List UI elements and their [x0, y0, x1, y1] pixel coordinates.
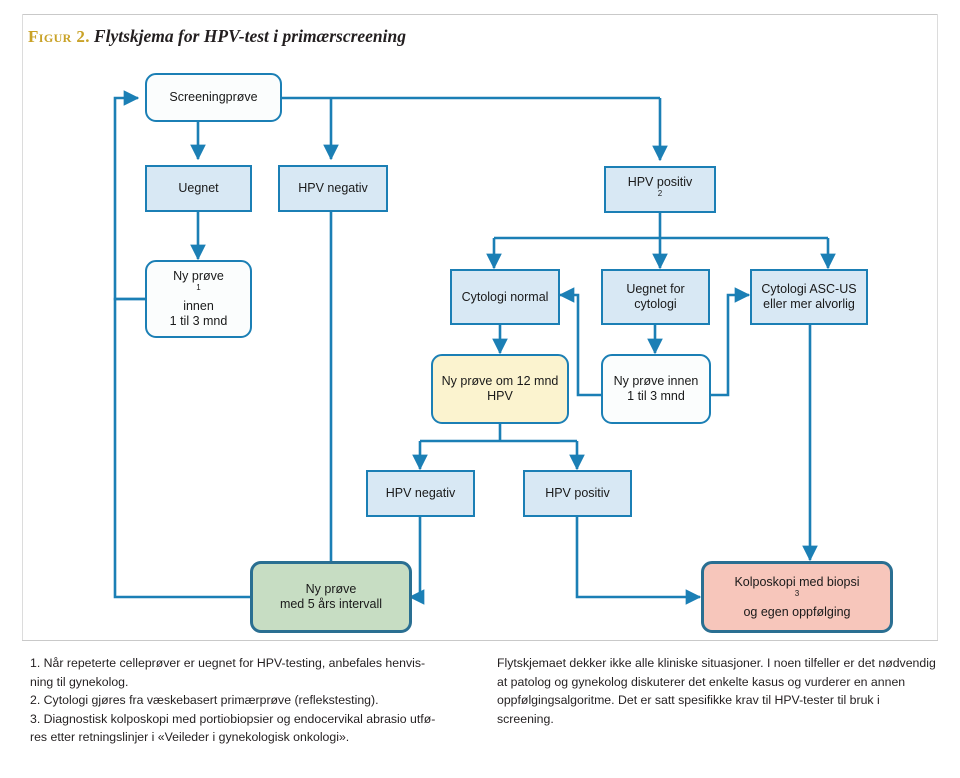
nufc-l2: cytologi — [634, 297, 677, 311]
footnote-2: 2. Cytologi gjøres fra væskebasert primæ… — [30, 693, 379, 707]
node-uegnet-label: Uegnet — [178, 181, 219, 195]
nk-l2: og egen oppfølging — [743, 604, 851, 619]
node-hpv-negativ-top: HPV negativ — [278, 165, 388, 212]
node-hpv-negativ-bottom: HPV negativ — [366, 470, 475, 517]
figure-label: Figur 2. — [28, 27, 90, 46]
nk-t1: Kolposkopi med biopsi — [734, 574, 860, 589]
nk-sup: 3 — [794, 588, 800, 598]
node-ny-prove-uegnet-line2: innen — [183, 299, 214, 313]
node-cytologi-ascus: Cytologi ASC-US eller mer alvorlig — [750, 269, 868, 325]
nppu-sup: 1 — [196, 282, 201, 292]
nca-l2: eller mer alvorlig — [763, 297, 855, 311]
node-hpv-positiv-top-sup: 2 — [657, 188, 663, 198]
flow-connectors — [113, 90, 836, 605]
node-ny-prove-innen: Ny prøve innen 1 til 3 mnd — [601, 354, 711, 424]
nppu-t1: Ny prøve — [173, 269, 224, 283]
top-rule — [22, 14, 938, 15]
node-ny-prove-5ar: Ny prøve med 5 års intervall — [250, 561, 412, 633]
np12-l2: HPV — [487, 389, 513, 403]
nca-l1: Cytologi ASC-US — [761, 282, 857, 296]
node-screeningprove-label: Screeningprøve — [169, 90, 258, 104]
node-ny-prove-5ar-label: Ny prøve med 5 års intervall — [280, 582, 382, 612]
nufc-l1: Uegnet for — [626, 282, 685, 296]
node-hpv-negativ-top-label: HPV negativ — [298, 181, 368, 195]
node-hpv-negativ-bottom-label: HPV negativ — [385, 486, 456, 500]
node-hpv-positiv-bottom-label: HPV positiv — [545, 486, 610, 500]
right-frame-edge — [937, 14, 938, 641]
left-frame-edge — [22, 14, 23, 641]
np5-l1: Ny prøve — [305, 582, 357, 596]
footnote-3-line1: 3. Diagnostisk kolposkopi med portiobiop… — [30, 711, 436, 726]
node-uegnet: Uegnet — [145, 165, 252, 212]
np12-l1: Ny prøve om 12 mnd — [441, 374, 559, 388]
node-hpv-positiv-top-text: HPV positiv — [627, 174, 693, 189]
node-ny-prove-innen-label: Ny prøve innen 1 til 3 mnd — [614, 374, 699, 404]
node-cytologi-normal: Cytologi normal — [450, 269, 560, 325]
node-cytologi-normal-label: Cytologi normal — [461, 289, 549, 304]
node-ny-prove-12mnd-label: Ny prøve om 12 mnd HPV — [442, 374, 559, 404]
footnote-1-line1: 1. Når repeterte celleprøver er uegnet f… — [30, 656, 426, 670]
npi-l1: Ny prøve innen — [613, 374, 699, 388]
notes-divider — [22, 640, 938, 641]
flowchart-canvas: Screeningprøve Uegnet HPV negativ HPV po… — [0, 60, 960, 640]
footnotes-right-column: Flytskjemaet dekker ikke alle kliniske s… — [497, 656, 936, 726]
node-screeningprove: Screeningprøve — [145, 73, 282, 122]
node-ny-prove-uegnet-line3: 1 til 3 mnd — [169, 314, 228, 328]
np5-l2: med 5 års intervall — [279, 597, 383, 611]
node-cytologi-ascus-label: Cytologi ASC-US eller mer alvorlig — [761, 282, 856, 312]
footnotes: 1. Når repeterte celleprøver er uegnet f… — [0, 648, 960, 768]
node-hpv-positiv-bottom: HPV positiv — [523, 470, 632, 517]
figure-title: Flytskjema for HPV-test i primærscreenin… — [93, 26, 407, 46]
figure-title-bar: Figur 2.Flytskjema for HPV-test i primær… — [28, 26, 928, 56]
npi-l2: 1 til 3 mnd — [627, 389, 685, 403]
footnote-3-line2: res etter retningslinjer i «Veileder i g… — [30, 730, 350, 744]
footnote-1-line2: ning til gynekolog. — [30, 674, 129, 689]
node-uegnet-for-cytologi: Uegnet for cytologi — [601, 269, 710, 325]
node-uegnet-for-cytologi-label: Uegnet for cytologi — [626, 282, 684, 312]
node-ny-prove-12mnd: Ny prøve om 12 mnd HPV — [431, 354, 569, 424]
footnotes-left-column: 1. Når repeterte celleprøver er uegnet f… — [30, 654, 485, 747]
